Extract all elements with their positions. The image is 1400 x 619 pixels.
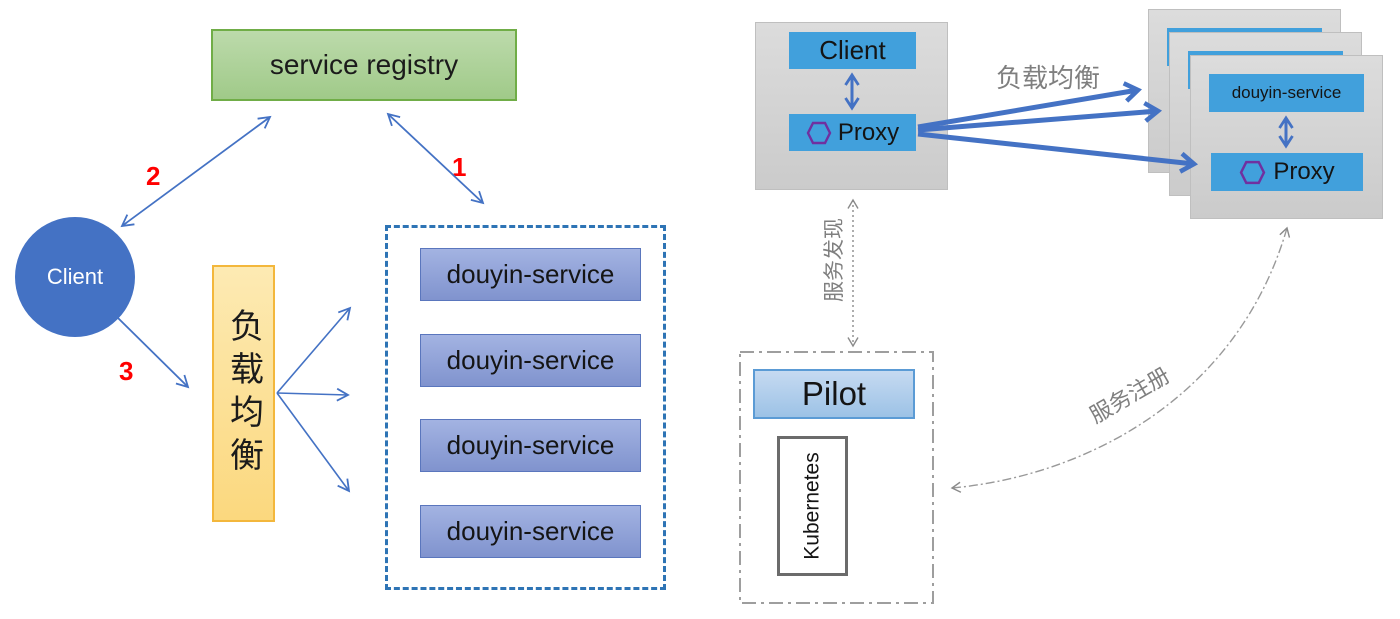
step-number-1: 1 [452, 152, 467, 182]
pilot-label: Pilot [801, 375, 867, 412]
client-proxy-box: Proxy [789, 114, 916, 151]
service-registry-label: service registry [269, 49, 459, 80]
mesh-client-box: Client [789, 32, 916, 69]
douyin-service-box-1: douyin-service [420, 248, 641, 301]
client-label: Client [46, 264, 104, 289]
mesh-client-label: Client [819, 35, 886, 65]
pilot-box: Pilot [753, 369, 915, 419]
step-number-2: 2 [146, 161, 161, 191]
douyin-service-label: douyin-service [446, 345, 615, 375]
pod-service-box: douyin-service [1209, 74, 1364, 112]
arrow-loadbalancer-fan [276, 306, 352, 493]
douyin-service-label: douyin-service [446, 516, 615, 546]
arrow-service-registration [950, 226, 1291, 493]
service-registration-label: 服务注册 [1085, 362, 1175, 429]
service-registry-box: service registry [211, 29, 517, 101]
douyin-service-box-2: douyin-service [420, 334, 641, 387]
load-balancer-label: 负载均衡 [224, 307, 263, 480]
load-balancer-box: 负载均衡 [212, 265, 275, 522]
pod-service-label: douyin-service [1231, 83, 1342, 102]
kubernetes-label: Kubernetes [800, 452, 824, 560]
service-discovery-label: 服务发现 [823, 218, 846, 302]
service-group-dashed-box [385, 225, 666, 590]
douyin-service-box-3: douyin-service [420, 419, 641, 472]
proxy-hexagon-icon [1239, 159, 1266, 186]
kubernetes-box: Kubernetes [777, 436, 848, 576]
pod-proxy-label: Proxy [1273, 158, 1335, 185]
douyin-service-label: douyin-service [446, 259, 615, 289]
load-balancing-label: 负载均衡 [995, 63, 1100, 93]
proxy-hexagon-icon [806, 120, 832, 146]
arrow-client-registry [120, 115, 272, 228]
arrow-registry-services [386, 112, 485, 205]
pod-proxy-box: Proxy [1211, 153, 1363, 191]
step-number-3: 3 [119, 356, 134, 386]
douyin-service-label: douyin-service [446, 430, 615, 460]
client-proxy-label: Proxy [837, 118, 900, 146]
client-circle: Client [15, 217, 135, 337]
service-pod-card-front: douyin-service Proxy [1190, 55, 1383, 219]
douyin-service-box-4: douyin-service [420, 505, 641, 558]
client-pod-card: Client Proxy [755, 22, 948, 190]
